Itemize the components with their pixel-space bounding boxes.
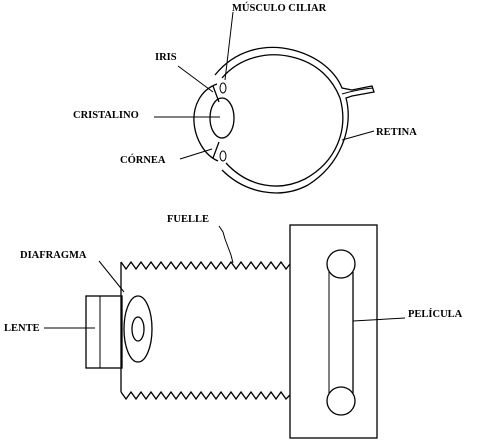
- label-cristalino: CRISTALINO: [73, 110, 139, 121]
- leader-iris: [177, 65, 214, 93]
- label-pelicula: PELÍCULA: [408, 308, 463, 320]
- film-roll-top: [326, 249, 356, 279]
- eyeball-inner-wall: [221, 54, 344, 187]
- label-musculo-ciliar: MÚSCULO CILIAR: [232, 2, 327, 14]
- diaphragm-outer: [123, 295, 153, 363]
- eye-diagram: MÚSCULO CILIAR IRIS CRISTALINO CÓRNEA RE…: [73, 2, 417, 194]
- label-diafragma: DIAFRAGMA: [20, 250, 87, 261]
- eyeball-outer-wall: [214, 46, 375, 194]
- camera-back: [289, 224, 378, 439]
- cornea: [193, 83, 219, 162]
- bellows-bottom: [120, 390, 291, 401]
- leader-musculo-ciliar: [224, 11, 234, 81]
- label-lente: LENTE: [4, 323, 40, 334]
- leader-pelicula: [352, 317, 406, 322]
- label-iris: IRIS: [155, 52, 177, 63]
- leader-retina: [341, 130, 375, 141]
- bellows-top: [120, 260, 291, 271]
- label-retina: RETINA: [376, 127, 417, 138]
- film-roll-bottom: [326, 386, 356, 416]
- camera-diagram: FUELLE DIAFRAGMA LENTE PELÍCULA: [4, 214, 463, 439]
- ciliary-body-lower: [219, 150, 227, 162]
- optic-nerve: [341, 87, 374, 95]
- leader-fuelle: [218, 225, 234, 264]
- lens-block: [85, 295, 123, 369]
- iris-lower: [212, 141, 220, 159]
- label-cornea: CÓRNEA: [120, 154, 166, 166]
- crystalline-lens: [209, 97, 235, 139]
- diaphragm-aperture: [131, 316, 145, 342]
- leader-diafragma: [98, 260, 125, 293]
- leader-cornea: [179, 148, 213, 160]
- label-fuelle: FUELLE: [167, 214, 209, 225]
- ciliary-body-upper: [219, 82, 227, 94]
